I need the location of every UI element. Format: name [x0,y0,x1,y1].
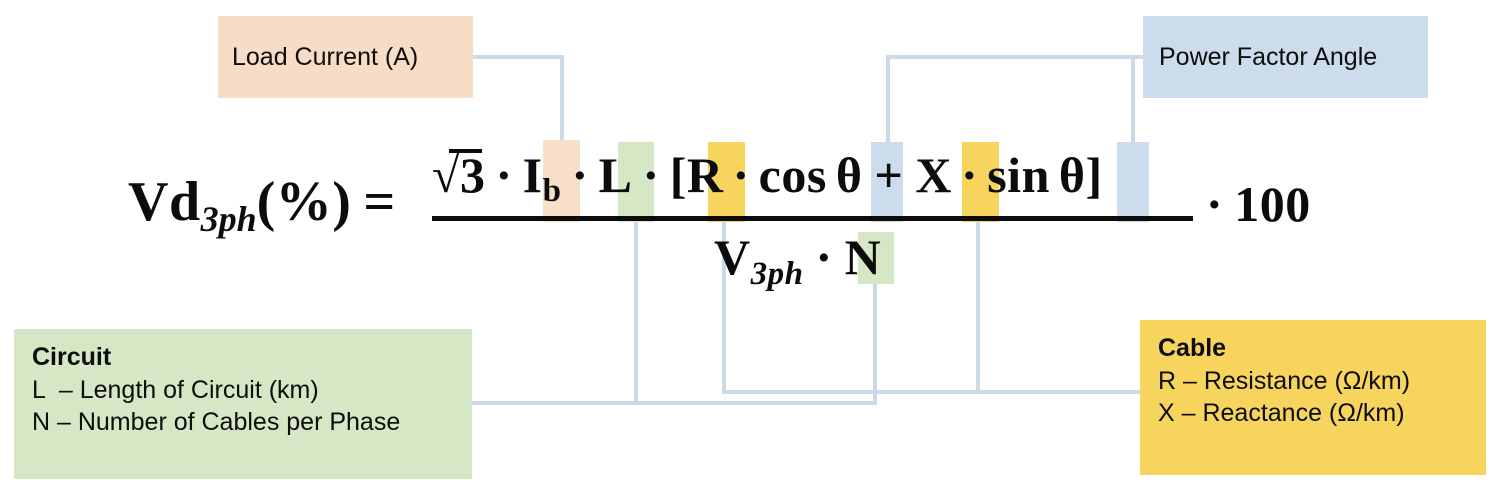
callout-cable-line-resistance: R – Resistance (Ω/km) [1158,366,1411,395]
equals-sign: = [363,171,396,233]
connector-cable-vertical-reactance [976,220,980,394]
highlight-reactance [962,142,999,222]
connector-power-factor-vertical-left [886,55,890,145]
highlight-length [618,142,654,222]
highlight-cables [858,232,894,284]
formula-tail: ·100 [1206,175,1311,233]
bracket-close: ] [1085,147,1103,203]
callout-load-current-title: Load Current (A) [232,42,419,71]
callout-cable-title: Cable [1158,334,1227,362]
connector-load-current-horizontal [470,55,564,59]
connector-power-factor-horizontal [886,55,1145,59]
cos-function: cos [758,147,827,203]
bracket-open: [ [669,147,687,203]
voltage-symbol: V [714,229,751,285]
dot-operator-denominator: · [815,229,833,285]
connector-load-current-vertical [560,55,564,145]
connector-circuit-horizontal [470,401,877,405]
sqrt-icon: √3 [432,147,486,203]
hundred-factor: 100 [1234,176,1311,232]
voltage-subscript: 3ph [750,255,804,292]
dot-operator-1: · [495,147,513,203]
callout-cable-line-reactance: X – Reactance (Ω/km) [1158,399,1405,427]
formula-denominator: V3ph·N [714,228,881,293]
vd-symbol: Vd [128,171,201,233]
percent-label: (%) [256,171,352,233]
callout-cable[interactable]: Cable R – Resistance (Ω/km) X – Reactanc… [1140,320,1486,475]
callout-circuit[interactable]: Circuit L – Length of Circuit (km) N – N… [14,329,472,479]
theta-sin: θ [1058,147,1086,203]
callout-load-current[interactable]: Load Current (A) [218,16,473,98]
highlight-load-current [543,140,580,222]
highlight-resistance [708,142,745,222]
connector-cable-horizontal [722,390,1142,394]
callout-circuit-title: Circuit [32,343,112,371]
formula-left-hand-side: Vd3ph(%)= [128,170,408,240]
current-symbol: I [522,147,543,203]
callout-circuit-line-length: L – Length of Circuit (km) [32,375,319,404]
connector-circuit-vertical-length [634,220,638,405]
highlight-theta-cos [871,142,903,222]
callout-power-factor-title: Power Factor Angle [1159,42,1378,71]
highlight-theta-sin [1117,142,1149,222]
vd-subscript: 3ph [200,198,257,239]
sqrt-radicand: 3 [459,147,486,203]
callout-power-factor-angle[interactable]: Power Factor Angle [1143,16,1428,98]
dot-operator-tail: · [1206,176,1224,232]
reactance-symbol: X [915,147,953,203]
connector-circuit-vertical-cables [873,268,877,405]
callout-circuit-line-cables: N – Number of Cables per Phase [32,408,401,436]
theta-cos: θ [835,147,863,203]
connector-cable-vertical-resistance [722,220,726,394]
connector-power-factor-vertical-right [1131,55,1135,145]
